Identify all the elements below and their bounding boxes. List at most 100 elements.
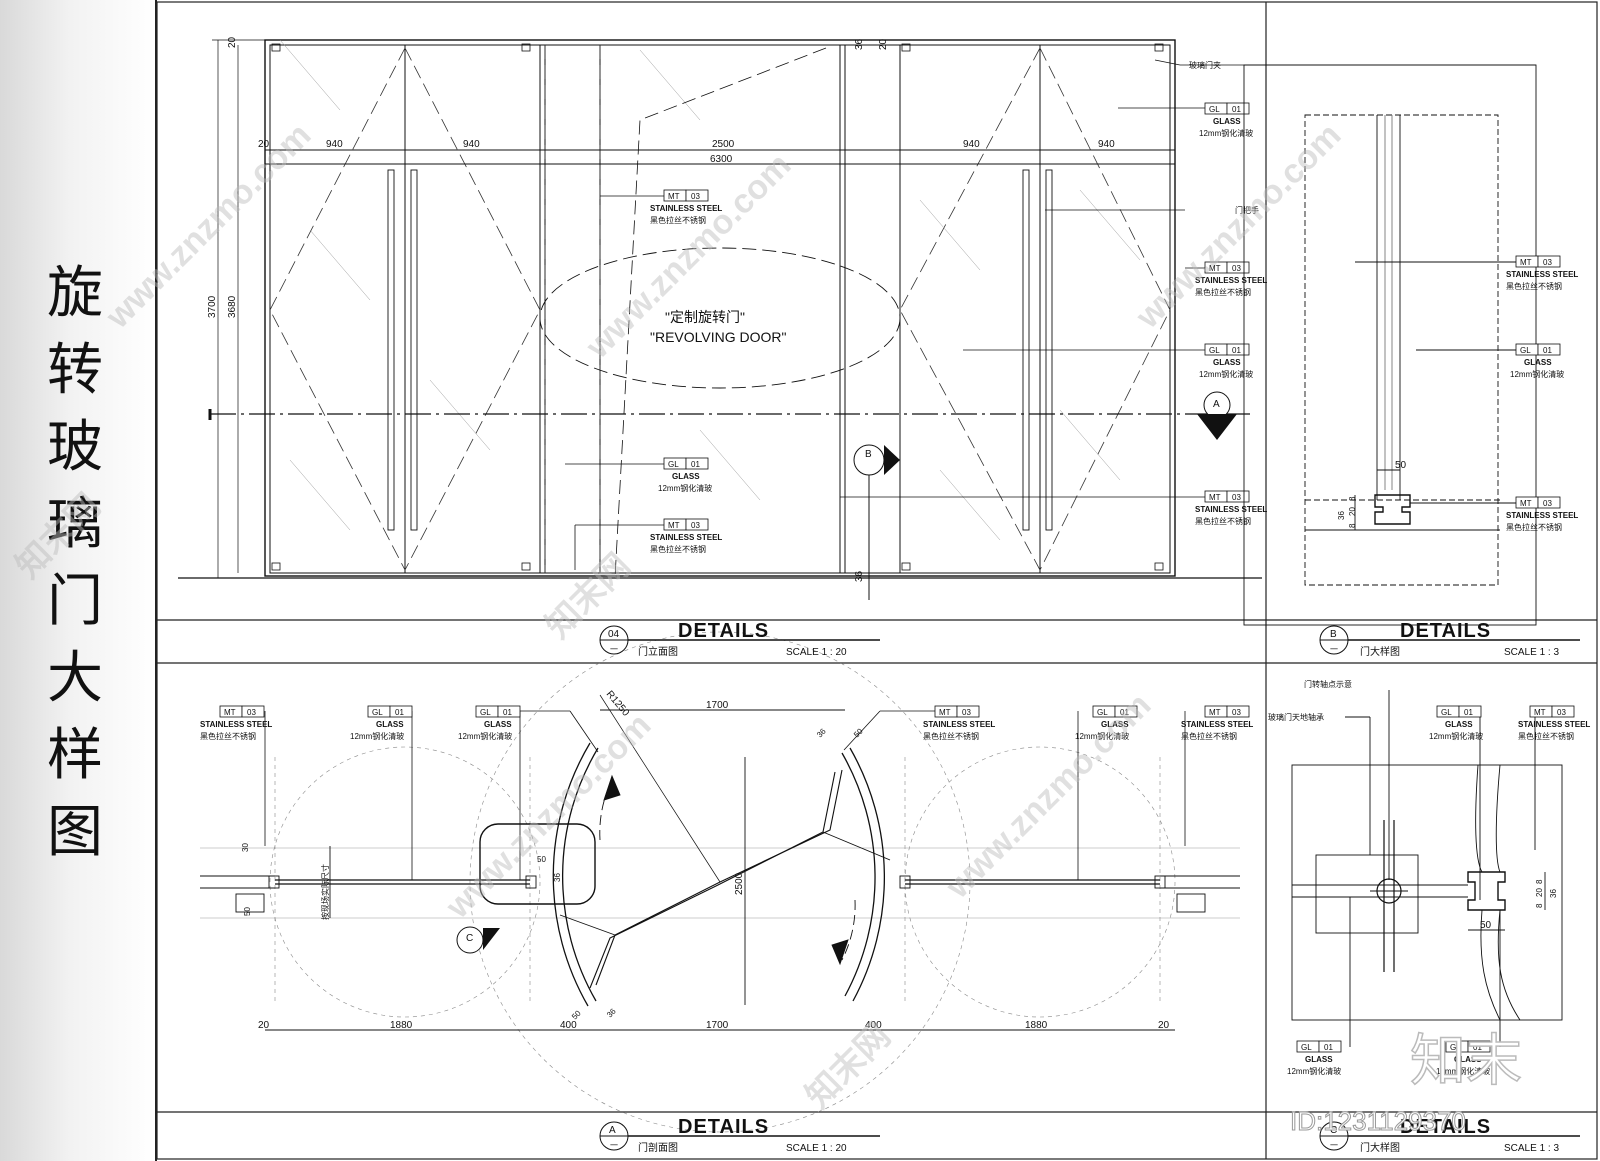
svg-text:DETAILS: DETAILS	[1400, 1116, 1491, 1138]
svg-text:50: 50	[852, 726, 865, 739]
svg-text:C: C	[1330, 1125, 1337, 1136]
svg-text:GL: GL	[1301, 1043, 1312, 1052]
svg-text:12mm钢化清玻: 12mm钢化清玻	[1199, 369, 1253, 379]
svg-text:12mm钢化清玻: 12mm钢化清玻	[350, 731, 404, 741]
svg-text:MT: MT	[939, 708, 951, 717]
svg-text:GL: GL	[1209, 346, 1220, 355]
svg-text:01: 01	[1232, 346, 1241, 355]
svg-text:门大样图: 门大样图	[1360, 1141, 1400, 1154]
label-handle: 门把手	[1235, 205, 1259, 215]
svg-text:20: 20	[227, 36, 238, 48]
revolving-door-label-en: "REVOLVING DOOR"	[650, 329, 787, 345]
svg-text:黑色拉丝不锈钢: 黑色拉丝不锈钢	[1195, 287, 1251, 297]
detail-b-drawing	[1243, 64, 1537, 626]
svg-text:STAINLESS STEEL: STAINLESS STEEL	[1195, 505, 1267, 514]
svg-text:GL: GL	[1441, 708, 1452, 717]
title-block-a: A 一 DETAILS 门剖面图 SCALE 1 : 20	[599, 1116, 880, 1154]
svg-text:MT: MT	[1520, 499, 1532, 508]
svg-text:3700: 3700	[207, 295, 218, 318]
svg-text:STAINLESS STEEL: STAINLESS STEEL	[1506, 511, 1578, 520]
svg-text:GL: GL	[1450, 1043, 1461, 1052]
sheet-frame	[156, 1, 1598, 1160]
svg-text:A: A	[1213, 399, 1220, 410]
svg-text:36: 36	[605, 1006, 618, 1019]
title-block-b: B 一 DETAILS 门大样图 SCALE 1 : 3	[1319, 620, 1580, 658]
svg-text:400: 400	[865, 1020, 882, 1031]
title-char: 图	[47, 800, 103, 865]
svg-text:GL: GL	[668, 460, 679, 469]
svg-text:12mm钢化清玻: 12mm钢化清玻	[1287, 1066, 1341, 1076]
svg-text:GLASS: GLASS	[376, 720, 404, 729]
section-marker-c: C	[456, 926, 500, 954]
svg-text:30: 30	[241, 843, 250, 852]
svg-text:GL: GL	[372, 708, 383, 717]
svg-text:门大样图: 门大样图	[1360, 645, 1400, 658]
svg-text:36: 36	[854, 570, 865, 582]
svg-text:01: 01	[1464, 708, 1473, 717]
svg-text:C: C	[466, 933, 473, 944]
svg-text:知末网: 知末网	[9, 487, 108, 586]
svg-text:GLASS: GLASS	[1445, 720, 1473, 729]
svg-text:www.znzmo.com: www.znzmo.com	[1128, 116, 1348, 336]
svg-text:8: 8	[1535, 879, 1544, 884]
svg-text:黑色拉丝不锈钢: 黑色拉丝不锈钢	[200, 731, 256, 741]
svg-text:SCALE 1 : 20: SCALE 1 : 20	[786, 647, 847, 658]
svg-text:黑色拉丝不锈钢: 黑色拉丝不锈钢	[1195, 516, 1251, 526]
title-char: 璃	[47, 492, 103, 557]
svg-text:01: 01	[395, 708, 404, 717]
svg-text:03: 03	[1232, 708, 1241, 717]
svg-text:20: 20	[1348, 507, 1357, 516]
svg-text:1700: 1700	[706, 700, 729, 711]
revolving-door-label-cn: "定制旋转门"	[665, 309, 745, 325]
svg-text:B: B	[1330, 629, 1337, 640]
door-plan	[200, 631, 1240, 1133]
svg-text:黑色拉丝不锈钢: 黑色拉丝不锈钢	[650, 215, 706, 225]
svg-text:12mm钢化清玻: 12mm钢化清玻	[1075, 731, 1129, 741]
svg-text:01: 01	[691, 460, 700, 469]
svg-text:20: 20	[258, 1020, 270, 1031]
svg-text:MT: MT	[668, 521, 680, 530]
svg-text:12mm钢化清玻: 12mm钢化清玻	[658, 483, 712, 493]
label-pivot: 门转轴点示意	[1304, 679, 1352, 689]
svg-text:03: 03	[1232, 264, 1241, 273]
svg-text:03: 03	[1232, 493, 1241, 502]
svg-text:01: 01	[1120, 708, 1129, 717]
svg-text:黑色拉丝不锈钢: 黑色拉丝不锈钢	[1518, 731, 1574, 741]
svg-text:400: 400	[560, 1020, 577, 1031]
svg-text:2500: 2500	[734, 872, 745, 895]
svg-text:20: 20	[1535, 888, 1544, 897]
svg-text:一: 一	[1330, 645, 1338, 654]
svg-text:940: 940	[963, 139, 980, 150]
svg-text:SCALE 1 : 20: SCALE 1 : 20	[786, 1143, 847, 1154]
svg-text:36: 36	[1549, 889, 1558, 898]
svg-text:一: 一	[610, 1141, 618, 1150]
svg-text:12mm钢化清玻: 12mm钢化清玻	[458, 731, 512, 741]
label-bearing: 玻璃门天地轴承	[1268, 712, 1324, 722]
svg-text:A: A	[609, 1125, 616, 1136]
svg-text:01: 01	[1543, 346, 1552, 355]
dim-b-50: 50	[1395, 460, 1407, 471]
svg-text:门剖面图: 门剖面图	[638, 1141, 678, 1154]
svg-text:DETAILS: DETAILS	[678, 1116, 769, 1138]
svg-text:按现场实际尺寸: 按现场实际尺寸	[320, 864, 330, 920]
title-char: 门	[47, 569, 103, 634]
elevation-dimensions: 20 940 940 2500 940 940 6300 3700 3680 2…	[207, 36, 1175, 582]
svg-text:20: 20	[1158, 1020, 1170, 1031]
svg-text:B: B	[865, 449, 872, 460]
svg-text:GL: GL	[480, 708, 491, 717]
svg-text:DETAILS: DETAILS	[678, 620, 769, 642]
svg-text:03: 03	[1543, 499, 1552, 508]
svg-text:36: 36	[815, 726, 828, 739]
